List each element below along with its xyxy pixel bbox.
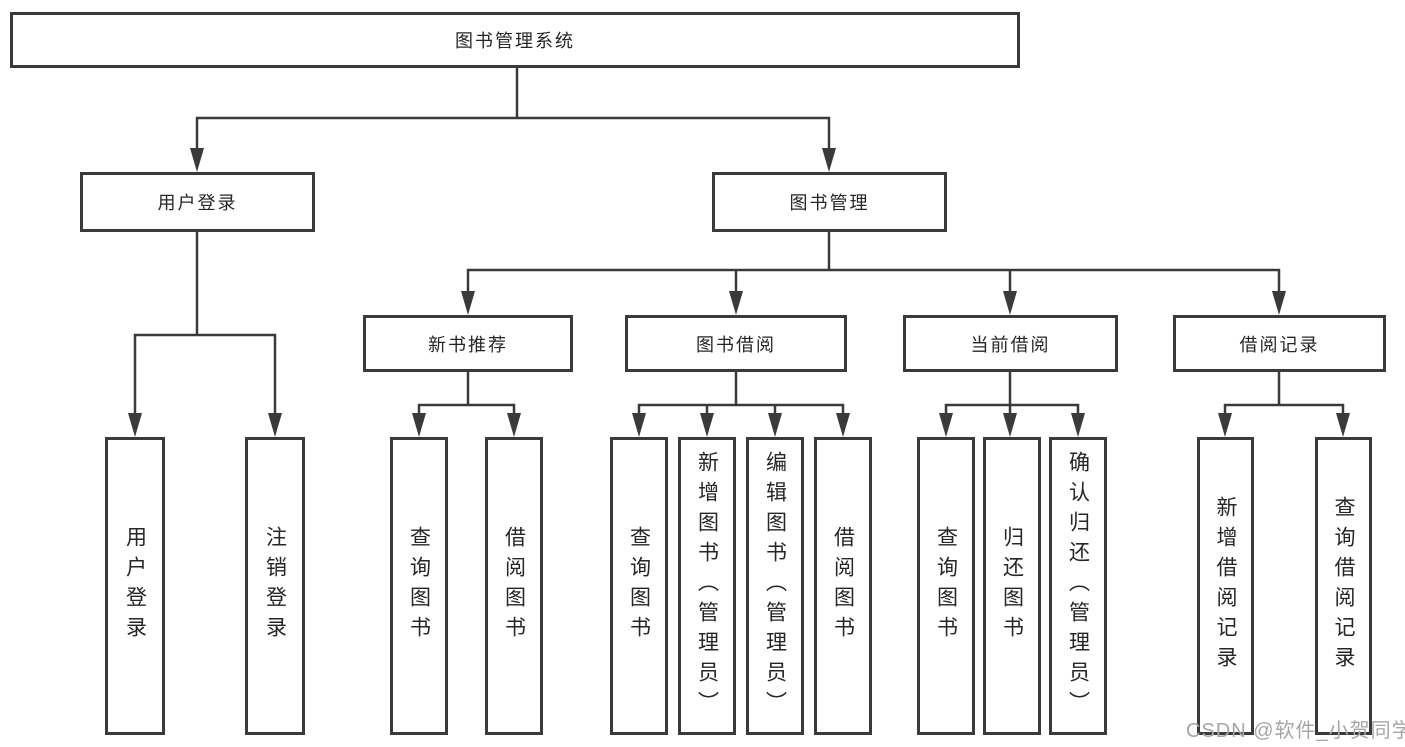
node-new-book-recommend: 新书推荐 [363, 315, 573, 372]
node-book-borrow: 图书借阅 [625, 315, 847, 372]
node-library-management-system: 图书管理系统 [10, 12, 1020, 68]
node-book-management: 图书管理 [712, 172, 947, 232]
leaf-user-login: 用户登录 [105, 437, 165, 735]
leaf-add-borrow-record: 新增借阅记录 [1197, 437, 1254, 735]
arrowheads [128, 148, 1350, 437]
leaf-query-books-borrow: 查询图书 [610, 437, 668, 735]
node-user-login: 用户登录 [80, 172, 315, 232]
leaf-add-book-admin: 新增图书（管理员） [678, 437, 736, 735]
leaf-edit-book-admin: 编辑图书（管理员） [746, 437, 804, 735]
node-borrow-records: 借阅记录 [1173, 315, 1386, 372]
csdn-watermark: CSDN @软件_小贺同学 [1186, 720, 1405, 742]
node-current-borrow: 当前借阅 [903, 315, 1118, 372]
leaf-query-borrow-record: 查询借阅记录 [1315, 437, 1372, 735]
leaf-query-books-recommend: 查询图书 [390, 437, 448, 735]
leaf-borrow-books: 借阅图书 [814, 437, 872, 735]
leaf-return-book: 归还图书 [983, 437, 1041, 735]
leaf-confirm-return-admin: 确认归还（管理员） [1049, 437, 1107, 735]
leaf-logout: 注销登录 [245, 437, 305, 735]
leaf-borrow-books-recommend: 借阅图书 [485, 437, 543, 735]
leaf-query-books-current: 查询图书 [917, 437, 975, 735]
